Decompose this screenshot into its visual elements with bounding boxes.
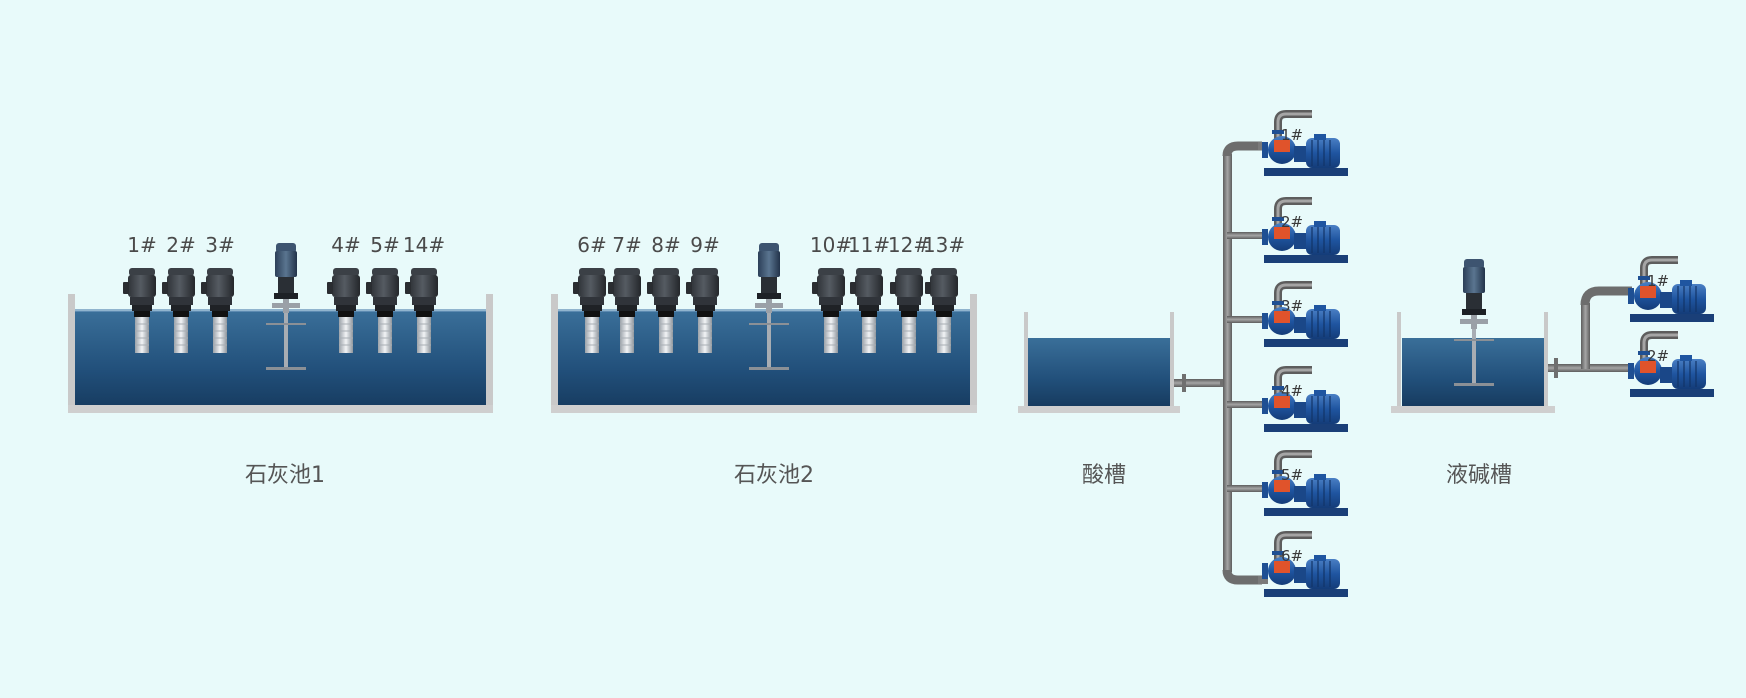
acid-pump-2[interactable] — [1262, 201, 1348, 263]
lime-tank-1-pump-label: 1# — [127, 233, 156, 257]
acid-pump-label: 2# — [1281, 213, 1303, 231]
acid-pump-label: 6# — [1281, 547, 1303, 565]
lime-tank-1-floor — [68, 405, 493, 413]
acid-pump-1[interactable] — [1262, 114, 1348, 176]
lime-tank-1-label: 石灰池1 — [245, 463, 325, 488]
lime-tank-2-pump-label: 13# — [923, 233, 965, 257]
lime-tank-1-pump-label: 14# — [403, 233, 445, 257]
acid-pump-label: 3# — [1281, 297, 1303, 315]
alkali-tank-wall-left — [1397, 312, 1401, 412]
lime-tank-2-wall-left — [551, 294, 558, 412]
acid-tank-label: 酸槽 — [1082, 463, 1126, 488]
alkali-tank-wall-right — [1544, 312, 1548, 412]
lime-tank-1-wall-left — [68, 294, 75, 412]
alkali-tank-pumps: 1# 2# — [1628, 260, 1714, 397]
lime-tank-2-pump-label: 12# — [888, 233, 930, 257]
alkali-pump-1[interactable] — [1628, 260, 1714, 322]
lime-tank-1-pumps: 1# 2# 3# 4# 5#14# — [122, 233, 445, 354]
acid-tank-wall-left — [1024, 312, 1028, 412]
lime-tank-1-pump-label: 4# — [331, 233, 360, 257]
acid-pump-label: 5# — [1281, 466, 1303, 484]
acid-pump-3[interactable] — [1262, 285, 1348, 347]
acid-manifold-pipe — [1174, 141, 1268, 585]
lime-tank-2-pump-label: 10# — [810, 233, 852, 257]
lime-tank-2-pump-label: 9# — [690, 233, 719, 257]
lime-tank-2-label: 石灰池2 — [734, 463, 814, 488]
lime-tank-1-pump-label: 3# — [205, 233, 234, 257]
acid-pump-5[interactable] — [1262, 454, 1348, 516]
alkali-pump-label: 1# — [1647, 272, 1669, 290]
lime-tank-2-floor — [551, 405, 977, 413]
lime-tank-1-wall-right — [486, 294, 493, 412]
lime-tank-1-pump-label: 2# — [166, 233, 195, 257]
lime-tank-2-wall-right — [970, 294, 977, 412]
acid-pump-6[interactable] — [1262, 535, 1348, 597]
lime-tank-1: 1# 2# 3# 4# 5#14# 石灰池1 — [68, 233, 493, 488]
alkali-pump-2[interactable] — [1628, 335, 1714, 397]
lime-tank-2-pump-label: 7# — [612, 233, 641, 257]
acid-pump-label: 4# — [1281, 382, 1303, 400]
lime-tank-2-pump-label: 6# — [577, 233, 606, 257]
lime-tank-2-pumps: 6#7# 8# 9# 10#11#12#13# — [572, 233, 965, 354]
acid-tank: 酸槽 — [1018, 312, 1180, 488]
acid-tank-wall-right — [1170, 312, 1174, 412]
acid-tank-pumps: 1# 2# 3# 4# 5# 6# — [1262, 114, 1348, 597]
alkali-outlet-pipe — [1548, 286, 1634, 378]
lime-tank-2-pump-label: 11# — [848, 233, 890, 257]
acid-tank-floor — [1018, 406, 1180, 413]
alkali-pump-label: 2# — [1647, 347, 1669, 365]
alkali-tank-floor — [1391, 406, 1555, 413]
lime-tank-1-pump-label: 5# — [370, 233, 399, 257]
acid-pump-4[interactable] — [1262, 370, 1348, 432]
acid-pump-label: 1# — [1281, 126, 1303, 144]
alkali-tank: 液碱槽 — [1391, 259, 1555, 488]
alkali-tank-label: 液碱槽 — [1446, 463, 1512, 488]
lime-tank-2: 6#7# 8# 9# 10#11#12#13# 石灰池2 — [551, 233, 977, 488]
lime-tank-2-pump-label: 8# — [651, 233, 680, 257]
acid-tank-water — [1028, 338, 1170, 408]
